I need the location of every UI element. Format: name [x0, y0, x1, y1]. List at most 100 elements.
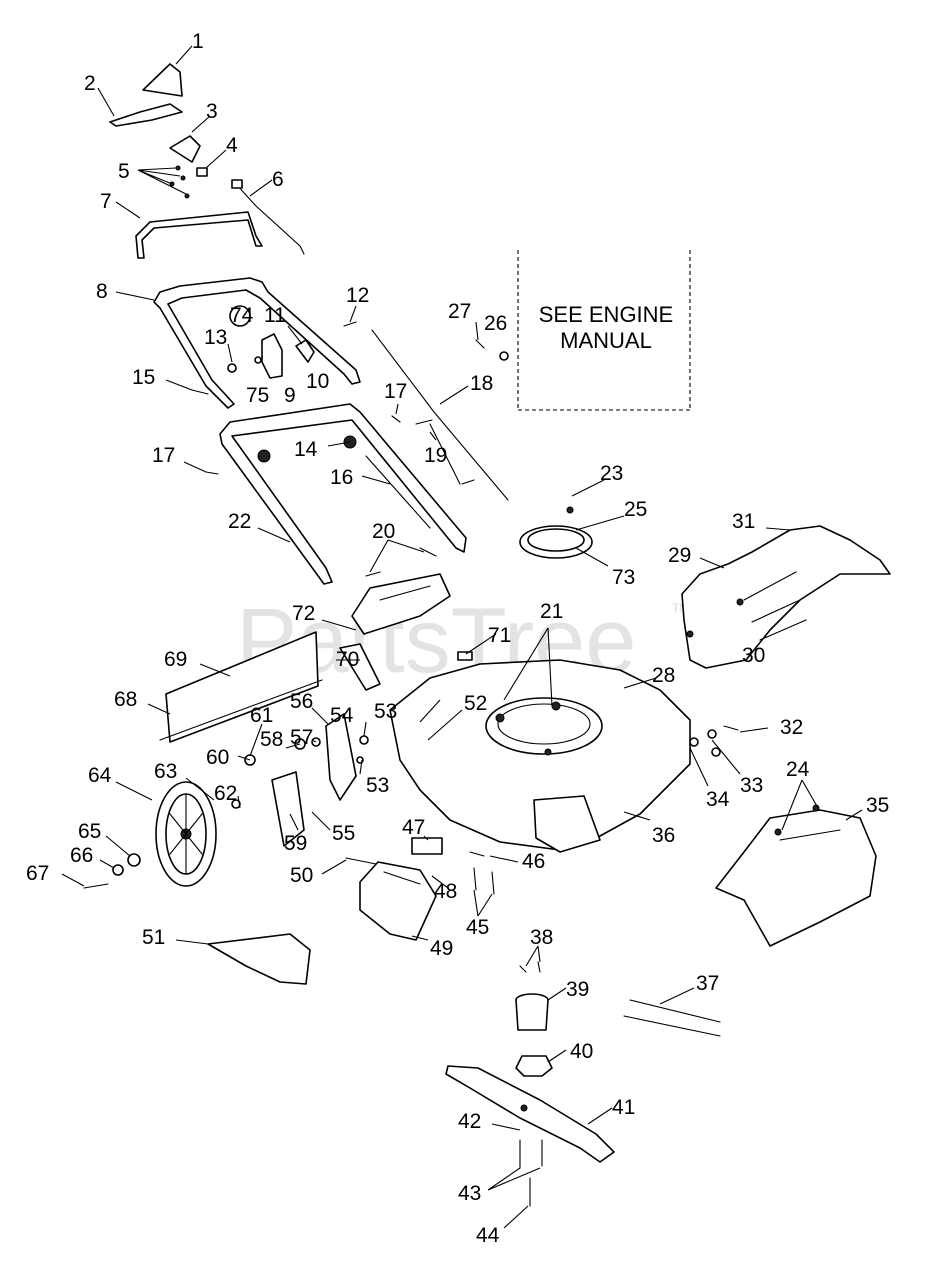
part-latch-71 — [457, 651, 473, 661]
part-number-label: 47 — [402, 816, 425, 839]
part-shield-1 — [142, 63, 183, 97]
part-number-label: 64 — [88, 764, 112, 787]
part-number-label: 29 — [668, 544, 691, 567]
part-number-label: 53 — [374, 700, 397, 723]
part-number-label: 24 — [786, 758, 810, 781]
part-number-label: 3 — [206, 100, 218, 123]
part-number-label: 69 — [164, 648, 187, 671]
part-number-label: 11 — [264, 304, 286, 327]
part-number-label: 54 — [330, 704, 354, 727]
part-upper-handle-8 — [153, 277, 361, 409]
part-number-label: 70 — [336, 648, 359, 671]
part-number-label: 27 — [448, 300, 471, 323]
part-handle-knob-74-9 — [227, 305, 315, 379]
part-number-label: 50 — [290, 864, 313, 887]
part-number-label: 30 — [742, 644, 765, 667]
part-belt-37 — [623, 999, 721, 1037]
part-number-label: 5 — [118, 160, 130, 183]
part-rear-flap-69 — [165, 631, 319, 743]
part-number-label: 22 — [228, 510, 251, 533]
part-handle-bolts-20 — [365, 547, 437, 577]
part-number-label: 52 — [464, 692, 487, 715]
part-number-label: 46 — [522, 850, 545, 873]
part-number-label: 51 — [142, 926, 165, 949]
part-bolt-17 — [205, 415, 401, 475]
part-number-label: 10 — [306, 370, 329, 393]
part-screws-38 — [519, 961, 541, 973]
part-number-label: 35 — [866, 794, 889, 817]
part-number-label: 73 — [612, 566, 635, 589]
part-number-label: 12 — [346, 284, 369, 307]
part-pin-12 — [343, 321, 357, 327]
part-side-deflector-49 — [359, 861, 437, 941]
part-number-label: 67 — [26, 862, 49, 885]
part-number-label: 20 — [372, 520, 395, 543]
part-baffle-ring-25 — [519, 506, 593, 559]
part-bracket-47-48 — [411, 837, 443, 855]
part-blade-adapter-40 — [515, 1055, 553, 1077]
engine-note-box: SEE ENGINE MANUAL — [517, 250, 691, 411]
part-number-label: 49 — [430, 937, 453, 960]
part-number-label: 17 — [384, 380, 407, 403]
part-axle-hardware-65-67 — [83, 853, 141, 889]
part-bag-frame-70-72 — [339, 573, 451, 691]
part-number-label: 66 — [70, 844, 93, 867]
part-number-label: 21 — [540, 600, 563, 623]
part-lower-handle-22 — [219, 403, 467, 585]
part-number-label: 75 — [246, 384, 269, 407]
part-number-label: 8 — [96, 280, 108, 303]
part-number-label: 56 — [290, 690, 313, 713]
part-number-label: 43 — [458, 1182, 481, 1205]
part-small-bolt-27-26 — [475, 339, 509, 361]
part-number-label: 13 — [204, 326, 227, 349]
part-flap-rod-68 — [159, 679, 323, 741]
part-number-label: 48 — [434, 880, 457, 903]
engine-note-line1: SEE ENGINE — [539, 302, 673, 327]
part-number-label: 17 — [152, 444, 175, 467]
part-wheel-64 — [155, 781, 217, 887]
part-control-lever-2 — [109, 103, 183, 127]
part-number-label: 7 — [100, 190, 112, 213]
part-number-label: 41 — [612, 1096, 635, 1119]
part-bar-16 — [365, 455, 431, 529]
part-number-label: 53 — [366, 774, 389, 797]
part-clip-4 — [196, 167, 208, 177]
part-number-label: 39 — [566, 978, 589, 1001]
part-number-label: 44 — [476, 1224, 500, 1247]
part-number-label: 72 — [292, 602, 315, 625]
part-number-label: 45 — [466, 916, 489, 939]
part-number-label: 15 — [132, 366, 155, 389]
part-number-label: 37 — [696, 972, 719, 995]
part-number-label: 4 — [226, 134, 238, 157]
part-adapter-39 — [515, 993, 549, 1031]
part-number-label: 9 — [284, 384, 296, 407]
part-number-label: 16 — [330, 466, 353, 489]
part-screws-5 — [169, 165, 190, 199]
part-number-label: 71 — [488, 624, 511, 647]
part-number-label: 32 — [780, 716, 803, 739]
part-number-label: 57 — [290, 726, 313, 749]
part-number-label: 26 — [484, 312, 507, 335]
part-cable-6 — [231, 179, 305, 255]
part-number-label: 28 — [652, 664, 675, 687]
part-number-label: 74 — [230, 304, 254, 327]
part-number-label: 42 — [458, 1110, 481, 1133]
part-front-cover-35 — [715, 804, 877, 947]
part-number-label: 14 — [294, 438, 318, 461]
part-number-label: 18 — [470, 372, 493, 395]
leader-lines — [61, 45, 863, 1229]
part-number-label: 40 — [570, 1040, 593, 1063]
part-throttle-cable-18 — [371, 329, 509, 501]
part-number-label: 61 — [250, 704, 273, 727]
part-screw-15 — [191, 389, 209, 395]
part-number-label: 25 — [624, 498, 647, 521]
part-blade-41 — [445, 1065, 615, 1163]
engine-note-line2: MANUAL — [560, 328, 652, 353]
part-number-label: 63 — [154, 760, 177, 783]
part-number-label: 59 — [284, 832, 307, 855]
part-mulch-plug-51 — [207, 933, 311, 985]
part-number-label: 31 — [732, 510, 755, 533]
